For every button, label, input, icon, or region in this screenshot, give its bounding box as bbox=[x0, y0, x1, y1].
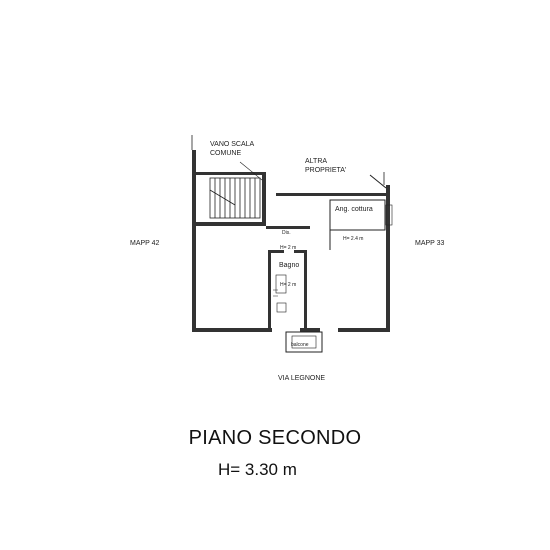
label-cooking-height: H= 2.4 m bbox=[343, 236, 364, 242]
label-other-line2: PROPRIETA' bbox=[305, 167, 347, 174]
label-cooking: Ang. cottura bbox=[335, 206, 373, 213]
wall-bath-right bbox=[304, 250, 307, 330]
bath-fixture bbox=[275, 274, 287, 294]
wall-bottom-right bbox=[338, 328, 390, 332]
wall-bath-top-r bbox=[294, 250, 307, 253]
wall-left bbox=[192, 150, 196, 332]
wall-bottom-left bbox=[192, 328, 272, 332]
wall-bath-left bbox=[268, 250, 271, 330]
label-corridor-height: H= 2 m bbox=[280, 245, 297, 251]
wall-cooking-box bbox=[329, 199, 386, 231]
label-bath-height: H= 2 m bbox=[280, 282, 297, 288]
plan-title: PIANO SECONDO bbox=[188, 427, 362, 449]
wall-stair-right bbox=[262, 172, 266, 226]
label-stair-line2: COMUNE bbox=[210, 150, 242, 157]
wall-bath-top bbox=[268, 250, 284, 253]
wall-corridor-top bbox=[266, 226, 310, 229]
label-other-line1: ALTRA bbox=[305, 158, 328, 165]
label-balcony: balcone bbox=[291, 342, 309, 348]
wall-right bbox=[386, 185, 390, 332]
label-mapp-right: MAPP 33 bbox=[415, 240, 445, 247]
wall-mainroom-top bbox=[196, 222, 266, 226]
wall-top-stair bbox=[196, 172, 264, 175]
label-stair-line1: VANO SCALA bbox=[210, 141, 255, 148]
right-marker bbox=[385, 204, 393, 226]
wall-bottom-mid bbox=[300, 328, 320, 332]
stairs bbox=[209, 177, 261, 219]
label-street: VIA LEGNONE bbox=[278, 375, 326, 382]
wall-top-right bbox=[276, 193, 388, 196]
label-mapp-left: MAPP 42 bbox=[130, 240, 160, 247]
label-corridor: Dis. bbox=[282, 230, 291, 236]
balcony bbox=[285, 331, 323, 353]
bath-fixture-2 bbox=[276, 302, 287, 313]
label-bath: Bagno bbox=[279, 262, 300, 269]
stair-leader bbox=[239, 161, 263, 181]
wall-top-slant bbox=[369, 174, 387, 189]
plan-height: H= 3.30 m bbox=[218, 460, 297, 479]
